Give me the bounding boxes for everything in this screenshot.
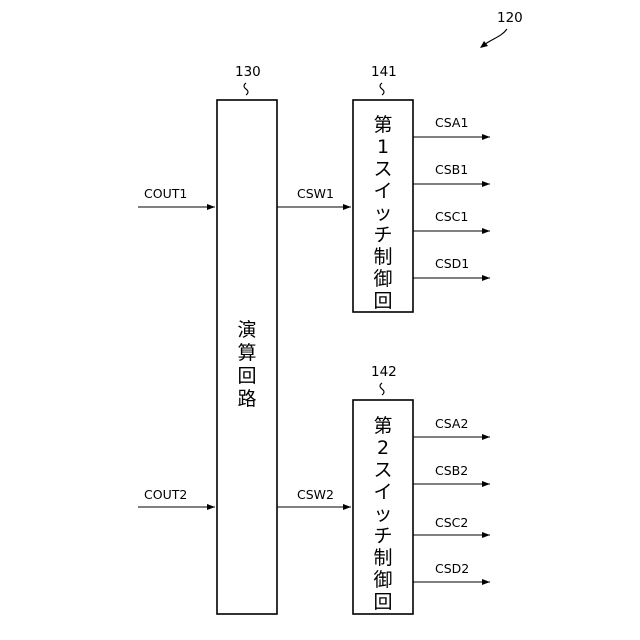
svg-text:回: 回: [237, 365, 256, 387]
output-csa1-label: CSA1: [435, 115, 468, 130]
signal-csw2-label: CSW2: [297, 487, 334, 502]
output-csd1-label: CSD1: [435, 256, 469, 271]
output-csa2-label: CSA2: [435, 416, 468, 431]
svg-text:路: 路: [237, 388, 256, 410]
svg-text:チ: チ: [373, 525, 392, 547]
svg-text:イ: イ: [373, 180, 392, 202]
output-csd2-label: CSD2: [435, 561, 469, 576]
switch-circuit-1-ref-squiggle: [380, 83, 384, 95]
svg-text:制: 制: [373, 246, 392, 268]
svg-text:御: 御: [373, 268, 392, 290]
figure-ref-arrowhead: [480, 41, 488, 48]
svg-text:ス: ス: [373, 459, 392, 481]
svg-text:2: 2: [377, 437, 389, 459]
svg-text:算: 算: [237, 342, 256, 364]
output-csb1-label: CSB1: [435, 162, 468, 177]
switch-circuit-1-ref: 141: [371, 64, 397, 80]
output-csb2-label: CSB2: [435, 463, 468, 478]
svg-text:イ: イ: [373, 481, 392, 503]
switch-circuit-2-ref: 142: [371, 364, 397, 380]
svg-text:御: 御: [373, 569, 392, 591]
svg-text:1: 1: [377, 136, 389, 158]
input-cout2-label: COUT2: [144, 487, 187, 502]
svg-text:回: 回: [373, 591, 392, 613]
svg-text:ッ: ッ: [373, 202, 392, 224]
svg-text:チ: チ: [373, 224, 392, 246]
output-csc1-label: CSC1: [435, 209, 468, 224]
arithmetic-circuit-ref: 130: [235, 64, 261, 80]
arithmetic-circuit-ref-squiggle: [244, 83, 248, 95]
signal-csw1-label: CSW1: [297, 186, 334, 201]
input-cout1-label: COUT1: [144, 186, 187, 201]
output-csc2-label: CSC2: [435, 515, 468, 530]
svg-text:第: 第: [373, 114, 392, 136]
svg-text:ス: ス: [373, 158, 392, 180]
svg-text:ッ: ッ: [373, 503, 392, 525]
svg-text:制: 制: [373, 547, 392, 569]
arithmetic-circuit-label: 演 算 回 路: [237, 319, 256, 410]
figure-ref-label: 120: [497, 10, 523, 26]
switch-circuit-2-ref-squiggle: [380, 383, 384, 395]
svg-text:演: 演: [237, 319, 256, 341]
svg-text:回: 回: [373, 290, 392, 312]
svg-text:第: 第: [373, 415, 392, 437]
